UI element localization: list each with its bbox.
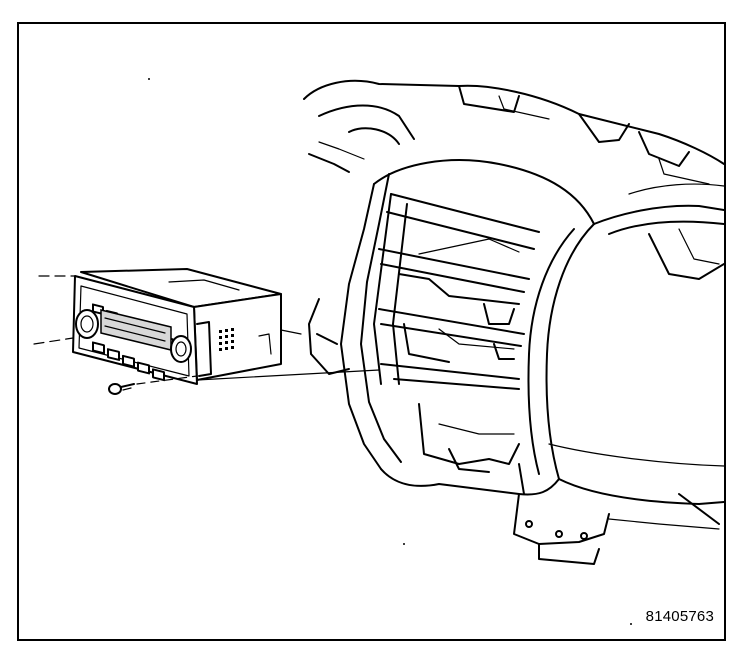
tune-knob [170,335,192,363]
diagram-frame: 81405763 [17,22,726,641]
radio-removal-illustration [33,78,724,625]
radio-unit [33,268,380,385]
figure-id-label: 81405763 [645,608,714,625]
volume-knob [75,309,99,339]
instrument-panel [303,79,724,565]
mounting-screw [108,375,198,395]
vent-grid [219,328,234,351]
preset-buttons-bottom [92,341,165,382]
